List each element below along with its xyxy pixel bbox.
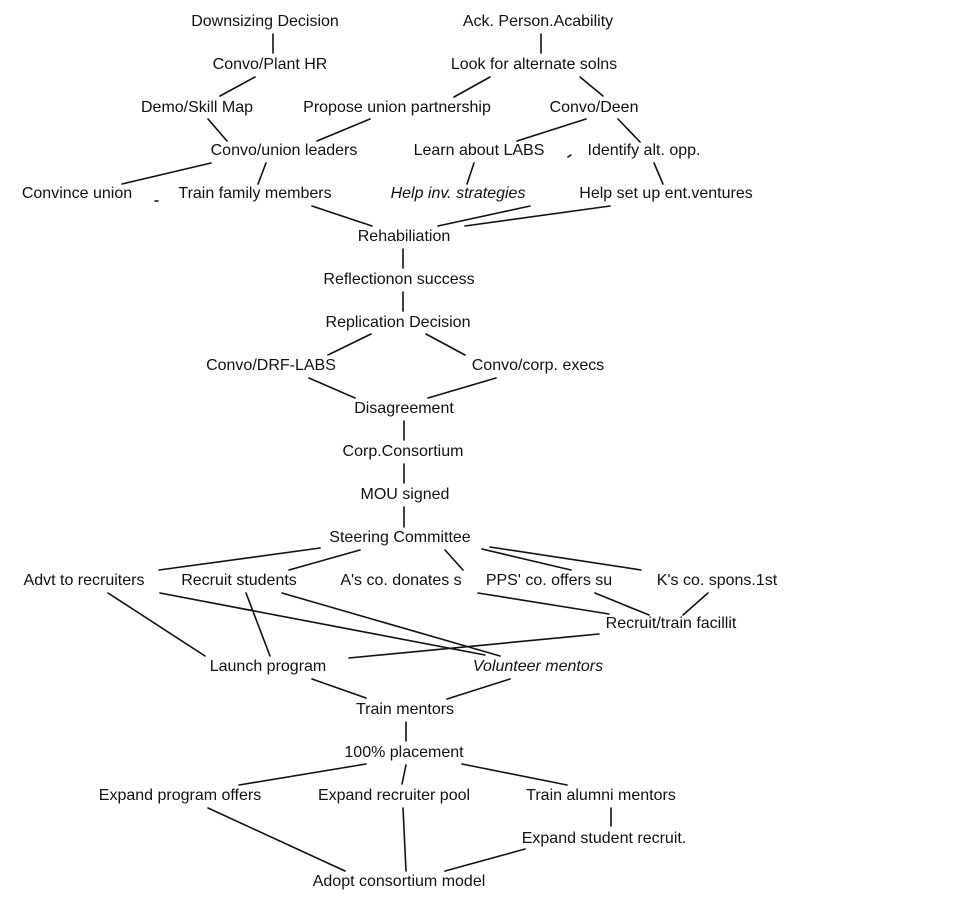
node-help-inv: Help inv. strategies [391, 185, 526, 202]
edge-launch-to-train-mentors [311, 678, 367, 699]
edge-pps-co-to-recruit-train [594, 592, 650, 616]
node-convince-union: Convince union [22, 185, 132, 202]
edge-advt-to-volunteer [159, 592, 486, 656]
stray-marks [154, 154, 572, 202]
edge-replication-to-convo-corp [425, 333, 466, 356]
stray-mark [567, 154, 572, 158]
edge-replication-to-convo-drf [327, 333, 372, 356]
node-expand-student: Expand student recruit. [522, 830, 687, 847]
edge-steering-to-k-co [489, 546, 642, 571]
edge-recruit-train-to-launch [348, 633, 600, 659]
node-learn-labs: Learn about LABS [414, 142, 545, 159]
node-ack: Ack. Person.Acability [463, 13, 613, 30]
edge-convo-deen-to-identify-alt [617, 118, 641, 143]
edge-convo-plant-to-demo-skill [219, 76, 256, 97]
node-demo-skill: Demo/Skill Map [141, 99, 253, 116]
node-recruit-train: Recruit/train facillit [606, 615, 737, 632]
node-pps-co: PPS' co. offers su [486, 572, 612, 589]
node-volunteer: Volunteer mentors [473, 658, 603, 675]
node-recruit-students: Recruit students [181, 572, 297, 589]
edge-steering-to-recruit-students [288, 549, 361, 571]
edge-learn-labs-to-help-inv [466, 162, 475, 185]
edge-convo-corp-to-disagreement [427, 377, 497, 399]
edge-convo-union-to-convince-union [121, 162, 212, 185]
node-mou: MOU signed [361, 486, 450, 503]
node-k-co: K's co. spons.1st [657, 572, 778, 589]
edge-help-setup-to-rehab [464, 205, 611, 227]
node-look-alt: Look for alternate solns [451, 56, 617, 73]
node-reflection: Reflectionon success [323, 271, 474, 288]
node-downsizing: Downsizing Decision [191, 13, 339, 30]
edge-placement-to-expand-recruiter [401, 764, 407, 785]
edge-a-co-to-recruit-train [477, 592, 610, 615]
edge-recruit-students-to-launch [245, 592, 271, 657]
node-steering: Steering Committee [329, 529, 470, 546]
edge-placement-to-expand-offers [238, 763, 367, 786]
node-rehab: Rehabiliation [358, 228, 451, 245]
edge-convo-deen-to-learn-labs [516, 118, 587, 142]
node-expand-offers: Expand program offers [99, 787, 261, 804]
edge-placement-to-train-alumni [461, 763, 568, 786]
edge-help-inv-to-rehab [437, 205, 531, 227]
node-convo-union: Convo/union leaders [211, 142, 358, 159]
edge-steering-to-a-co [444, 549, 464, 571]
node-adopt: Adopt consortium model [313, 873, 486, 890]
edge-steering-to-pps-co [481, 548, 572, 571]
edge-identify-alt-to-help-setup [653, 162, 664, 185]
node-launch: Launch program [210, 658, 327, 675]
edge-convo-drf-to-disagreement [308, 377, 356, 399]
edge-advt-to-launch [107, 592, 206, 657]
node-train-mentors: Train mentors [356, 701, 454, 718]
node-placement: 100% placement [344, 744, 464, 761]
edge-look-alt-to-propose-union [453, 76, 491, 98]
edge-expand-student-to-adopt [444, 848, 526, 872]
edge-expand-offers-to-adopt [207, 807, 346, 872]
node-convo-corp: Convo/corp. execs [472, 357, 605, 374]
node-disagreement: Disagreement [354, 400, 454, 417]
node-consortium: Corp.Consortium [343, 443, 464, 460]
node-advt: Advt to recruiters [24, 572, 145, 589]
node-convo-plant: Convo/Plant HR [213, 56, 328, 73]
edge-convo-union-to-train-family [257, 162, 267, 185]
edge-train-family-to-rehab [311, 205, 373, 227]
node-replication: Replication Decision [326, 314, 471, 331]
edge-look-alt-to-convo-deen [579, 76, 604, 97]
edge-layer [107, 33, 709, 872]
edge-expand-recruiter-to-adopt [402, 807, 407, 872]
node-convo-drf: Convo/DRF-LABS [206, 357, 336, 374]
edge-k-co-to-recruit-train [682, 592, 709, 616]
edge-steering-to-advt [158, 547, 321, 571]
node-convo-deen: Convo/Deen [550, 99, 639, 116]
edge-recruit-students-to-volunteer [281, 592, 501, 657]
edge-volunteer-to-train-mentors [446, 678, 511, 700]
node-expand-recruiter: Expand recruiter pool [318, 787, 470, 804]
node-a-co: A's co. donates s [340, 572, 461, 589]
node-layer: Downsizing Decision Ack. Person.Acability… [22, 13, 778, 890]
node-propose-union: Propose union partnership [303, 99, 491, 116]
edge-demo-skill-to-convo-union [207, 118, 228, 142]
node-train-family: Train family members [178, 185, 331, 202]
edge-propose-union-to-convo-union [316, 118, 371, 142]
node-help-setup: Help set up ent.ventures [579, 185, 752, 202]
node-identify-alt: Identify alt. opp. [588, 142, 701, 159]
node-train-alumni: Train alumni mentors [526, 787, 676, 804]
